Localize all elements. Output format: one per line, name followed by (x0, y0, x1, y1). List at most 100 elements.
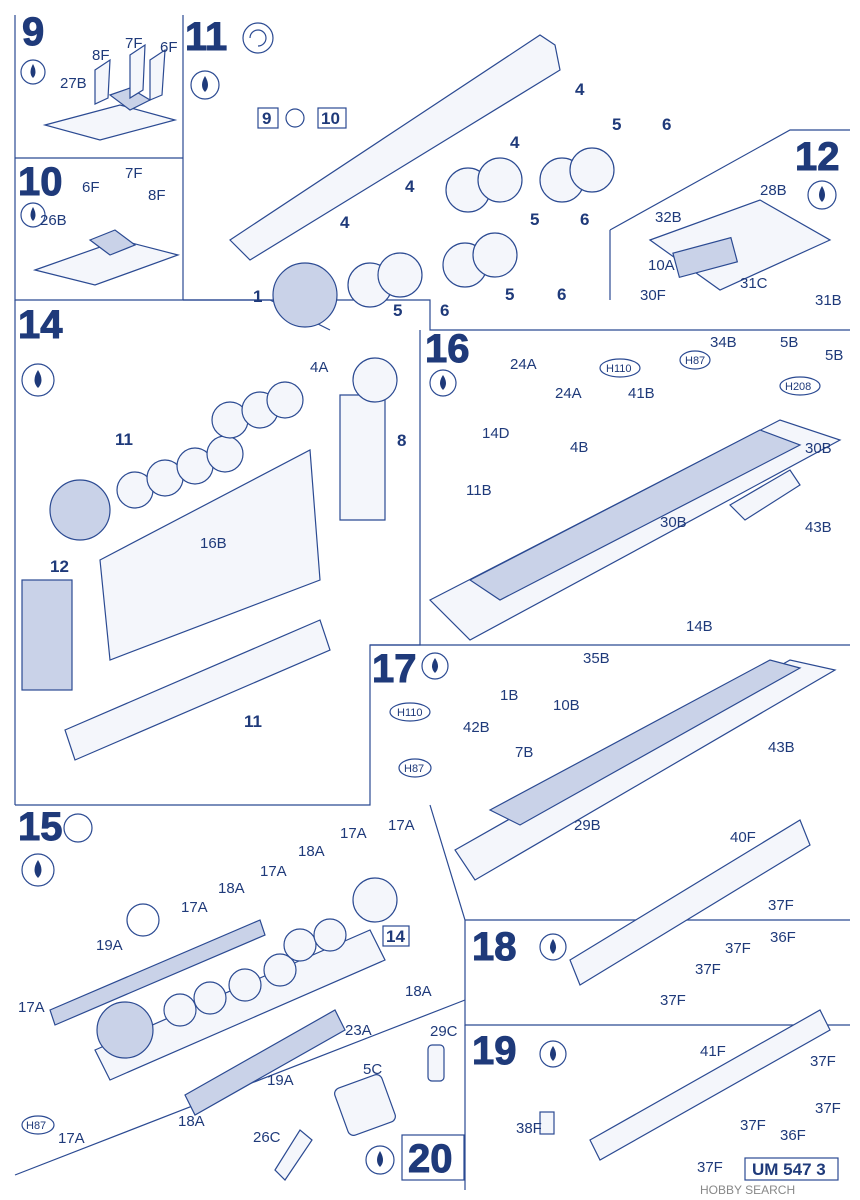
oval-label: H208 (785, 381, 811, 393)
rotate-icon (126, 903, 160, 937)
road-wheels-hull (49, 381, 304, 541)
part-label: 18A (298, 843, 325, 860)
part-label: 4 (575, 80, 585, 99)
part-label: 5 (505, 285, 514, 304)
step-number: 10 (18, 160, 63, 204)
oval-label: H110 (606, 363, 631, 375)
part-label: 41B (628, 385, 655, 402)
oval-label: H87 (685, 355, 705, 367)
step-number: 17 (372, 647, 417, 691)
part-label: 24A (510, 356, 537, 373)
part-label: 12 (50, 557, 69, 576)
step-16: 16 24A 24A H110 41B 34B 5B 5B H87 H208 1… (425, 327, 843, 641)
step-number: 19 (472, 1029, 517, 1073)
ref-box (317, 107, 347, 129)
part-label: 32B (655, 209, 682, 226)
part-label: 19A (96, 937, 123, 954)
part-label: 27B (60, 75, 87, 92)
part-label: 17A (388, 817, 415, 834)
step-15: 15 17A 17A 18A 17A 18A 17A 19A 14 18A 23… (18, 805, 432, 1148)
part-label: 41F (700, 1043, 726, 1060)
part-label: 14 (386, 927, 405, 946)
part-label: 28B (760, 182, 787, 199)
part-label: 5B (825, 347, 843, 364)
part-label: 11B (466, 482, 492, 499)
part-label: 38F (516, 1120, 542, 1137)
ref-label: 10 (321, 109, 340, 128)
part-label: 37F (768, 897, 794, 914)
part-label: 42B (463, 719, 490, 736)
part-label: 17A (18, 999, 45, 1016)
part-label: 30B (660, 514, 687, 531)
part-label: 14B (686, 618, 713, 635)
glue-drop-icon (21, 363, 55, 397)
part-label: 24A (555, 385, 582, 402)
part-label: 37F (725, 940, 751, 957)
part-label: 18A (178, 1113, 205, 1130)
glue-drop-icon (21, 853, 55, 887)
part-label: 7F (125, 165, 143, 182)
glue-drop-icon (539, 933, 567, 961)
part-label: 11 (115, 430, 133, 449)
part-label: 5 (612, 115, 621, 134)
part-label: 37F (810, 1053, 836, 1070)
step-number: 16 (425, 327, 470, 371)
part-label: 10B (553, 697, 580, 714)
step-12: 12 28B 32B 10A 31C 30F 31B (640, 135, 842, 310)
part-label: 37F (815, 1100, 841, 1117)
part-label: 4 (405, 177, 415, 196)
glue-drop-icon (20, 202, 46, 228)
part-label: 6 (440, 301, 449, 320)
step-20: 20 29C 5C 26C (253, 1023, 465, 1182)
step-14: 14 4A 11 8 16B 12 11 (18, 303, 406, 761)
part-label: 6 (557, 285, 566, 304)
glue-drop-icon (539, 1040, 567, 1068)
part-label: 43B (768, 739, 795, 756)
part-label: 1 (253, 287, 262, 306)
glue-drop-icon (421, 652, 449, 680)
step-number: 20 (408, 1137, 453, 1181)
part-label: 10A (648, 257, 675, 274)
part-label: 8 (397, 431, 406, 450)
part-label: 30B (805, 440, 832, 457)
part-label: 7F (125, 35, 143, 52)
part-label: 17A (181, 899, 208, 916)
part-label: 37F (740, 1117, 766, 1134)
part-label: 8F (92, 47, 110, 64)
part-label: 26C (253, 1129, 281, 1146)
glue-drop-icon (807, 180, 837, 210)
part-label: 6 (662, 115, 671, 134)
part-label: 5C (363, 1061, 382, 1078)
step-number: 14 (18, 303, 63, 347)
glue-drop-icon (20, 59, 46, 85)
part-label: 23A (345, 1022, 372, 1039)
part-label: 30F (640, 287, 666, 304)
footer: UM 547 3 HOBBY SEARCH (700, 1157, 839, 1197)
part-label: 17A (260, 863, 287, 880)
glue-drop-icon (365, 1145, 395, 1175)
part-label: 1B (500, 687, 518, 704)
part-label: 35B (583, 650, 610, 667)
part-label: 18A (405, 983, 432, 1000)
part-label: 37F (695, 961, 721, 978)
step-number: 15 (18, 805, 63, 849)
oval-label: H87 (404, 763, 424, 775)
part-label: 36F (770, 929, 796, 946)
part-label: 11 (244, 712, 262, 731)
part-label: 8F (148, 187, 166, 204)
oval-label: H87 (26, 1120, 46, 1132)
part-label: 34B (710, 334, 737, 351)
part-label: 16B (200, 535, 227, 552)
part-label: 19A (267, 1072, 294, 1089)
panel-dividers (14, 15, 850, 1190)
part-label: 6F (82, 179, 100, 196)
part-label: 29B (574, 817, 601, 834)
step-number: 12 (795, 135, 840, 179)
part-label: 43B (805, 519, 832, 536)
step-19: 19 41F 37F 37F 37F 36F 38F 37F (472, 1009, 841, 1176)
part-label: 6 (580, 210, 589, 229)
part-label: 29C (430, 1023, 458, 1040)
part-label: 7B (515, 744, 533, 761)
part-label: 31B (815, 292, 842, 309)
